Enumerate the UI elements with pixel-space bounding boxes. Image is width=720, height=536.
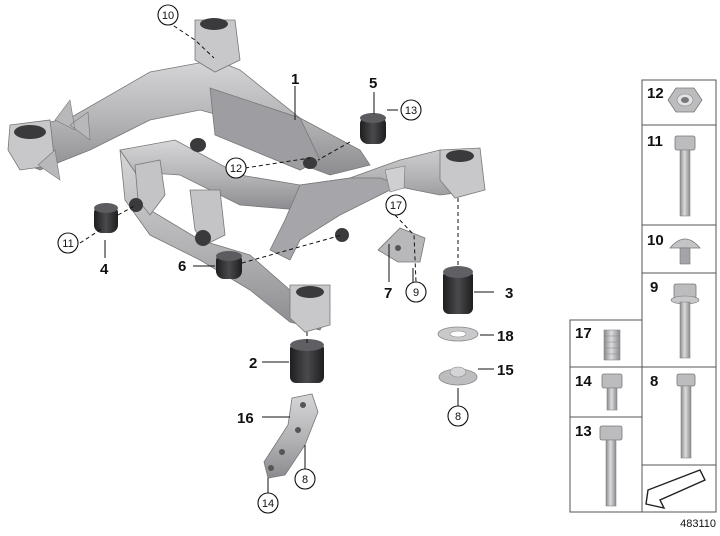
bolt-13-icon <box>599 425 623 507</box>
callout-4: 4 <box>100 261 109 278</box>
panel-label-8: 8 <box>650 373 658 390</box>
callout-9: 9 <box>413 287 419 299</box>
callout-8-right: 8 <box>455 411 461 423</box>
callout-10: 10 <box>162 10 174 22</box>
panel-label-10: 10 <box>647 232 664 249</box>
callout-1: 1 <box>291 71 299 88</box>
callout-8-circle-right: 8 <box>447 405 469 427</box>
rear-subframe <box>7 18 486 333</box>
panel-label-12: 12 <box>647 85 664 102</box>
rubber-mount-3 <box>443 266 473 314</box>
panel-label-9: 9 <box>650 279 658 296</box>
clip-10-icon <box>669 238 701 265</box>
callout-6: 6 <box>178 258 186 275</box>
callout-13-circle: 13 <box>400 99 422 121</box>
parts-panel <box>569 79 717 513</box>
bracket-7 <box>377 227 426 263</box>
bushing-5 <box>360 113 386 144</box>
callout-16: 16 <box>237 410 254 427</box>
callout-9-circle: 9 <box>405 281 427 303</box>
bushing-6 <box>216 251 242 279</box>
callout-10-circle: 10 <box>157 4 179 26</box>
bolt-9-icon <box>670 283 700 359</box>
callout-11-circle: 11 <box>57 232 79 254</box>
callout-3: 3 <box>505 285 513 302</box>
panel-label-11: 11 <box>647 133 663 150</box>
leader-lines <box>79 21 494 493</box>
callout-13: 13 <box>405 105 417 117</box>
washer-18 <box>437 326 479 342</box>
callout-17-circle: 17 <box>385 194 407 216</box>
bolt-11-icon <box>674 135 696 217</box>
callout-17: 17 <box>390 200 402 212</box>
reference-number: 483110 <box>680 518 716 530</box>
stop-plate-15 <box>438 366 478 386</box>
callout-11: 11 <box>62 238 73 250</box>
callout-14: 14 <box>262 498 274 510</box>
bolt-14-icon <box>601 373 623 411</box>
callout-2: 2 <box>249 355 257 372</box>
callout-12: 12 <box>230 163 242 175</box>
bushing-4 <box>94 203 118 233</box>
callout-12-circle: 12 <box>225 157 247 179</box>
panel-label-17: 17 <box>575 325 592 342</box>
callout-15: 15 <box>497 362 514 379</box>
sleeve-17-icon <box>603 329 621 361</box>
callout-5: 5 <box>369 75 377 92</box>
strut-16 <box>263 393 319 479</box>
callout-labels: 1 5 13 10 12 11 4 6 17 7 9 3 18 15 <box>57 4 514 514</box>
callout-8-circle-left: 8 <box>294 468 316 490</box>
bolt-8-icon <box>676 373 696 459</box>
callout-14-circle: 14 <box>257 492 279 514</box>
callout-7: 7 <box>384 285 392 302</box>
panel-label-13: 13 <box>575 423 592 440</box>
arrow-icon <box>645 469 706 510</box>
panel-label-14: 14 <box>575 373 592 390</box>
rubber-mount-2 <box>290 339 324 383</box>
callout-18: 18 <box>497 328 514 345</box>
callout-8-left: 8 <box>302 474 308 486</box>
nut-12-icon <box>667 87 703 113</box>
